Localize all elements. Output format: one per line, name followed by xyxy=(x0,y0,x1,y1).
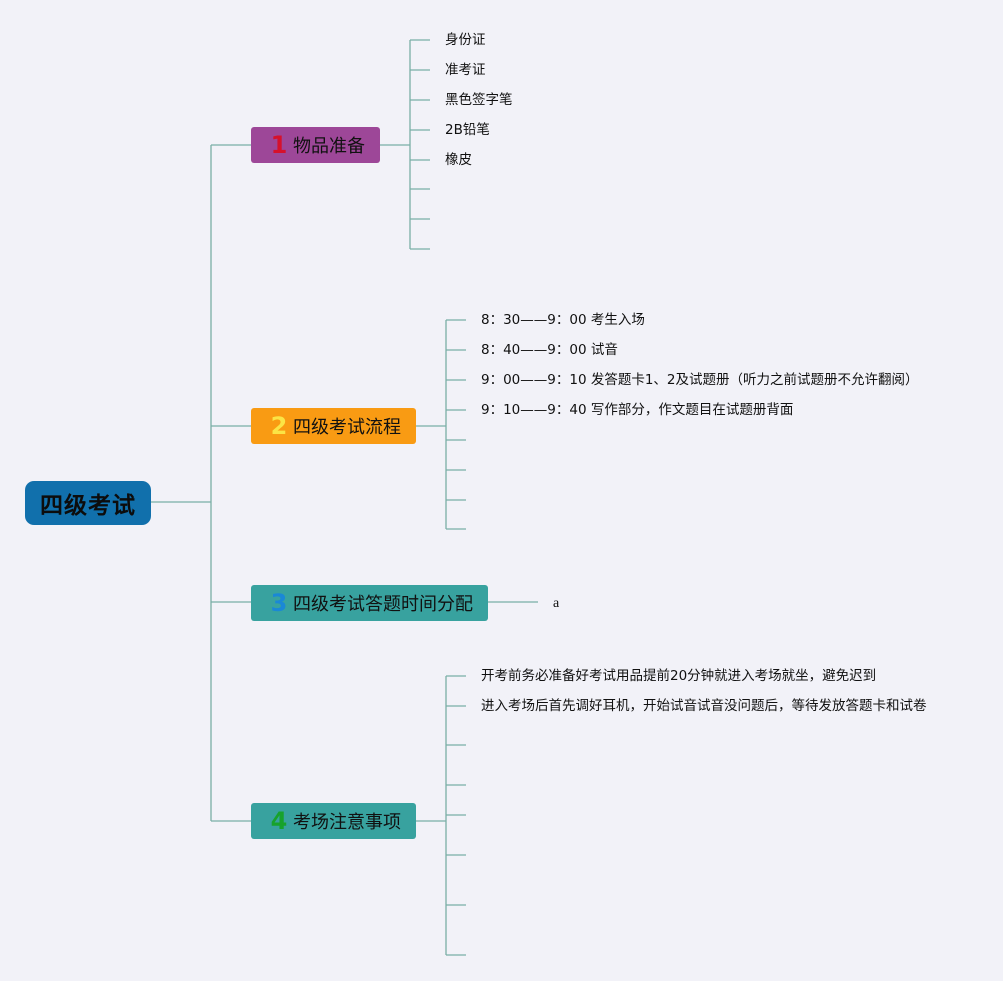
topic-1-child-2[interactable]: 准考证 xyxy=(445,62,486,78)
topic-2-child-4[interactable]: 9：10——9：40 写作部分，作文题目在试题册背面 xyxy=(481,402,794,418)
topic-2-child-1[interactable]: 8：30——9：00 考生入场 xyxy=(481,312,645,328)
root-node[interactable]: 四级考试 xyxy=(25,481,151,525)
topic-1-node[interactable]: 1 物品准备 xyxy=(251,127,380,163)
topic-1-number-icon: 1 xyxy=(270,131,288,159)
topic-4-number-icon: 4 xyxy=(270,807,288,835)
topic-4-label: 考场注意事项 xyxy=(293,812,401,833)
topic-1-child-1[interactable]: 身份证 xyxy=(445,32,486,48)
topic-1-child-4[interactable]: 2B铅笔 xyxy=(445,122,490,138)
topic-4-child-2[interactable]: 进入考场后首先调好耳机，开始试音试音没问题后，等待发放答题卡和试卷 xyxy=(481,698,927,714)
topic-2-child-2[interactable]: 8：40——9：00 试音 xyxy=(481,342,618,358)
topic-1-child-5[interactable]: 橡皮 xyxy=(445,152,472,168)
topic-1-child-3[interactable]: 黑色签字笔 xyxy=(445,92,513,108)
topic-2-node[interactable]: 2 四级考试流程 xyxy=(251,408,416,444)
topic-2-child-3[interactable]: 9：00——9：10 发答题卡1、2及试题册（听力之前试题册不允许翻阅） xyxy=(481,372,919,388)
topic-3-child-1[interactable]: a xyxy=(553,596,560,611)
topic-4-node[interactable]: 4 考场注意事项 xyxy=(251,803,416,839)
topic-2-number-icon: 2 xyxy=(270,412,288,440)
topic-3-node[interactable]: 3 四级考试答题时间分配 xyxy=(251,585,488,621)
topic-4-child-1[interactable]: 开考前务必准备好考试用品提前20分钟就进入考场就坐，避免迟到 xyxy=(481,668,877,684)
topic-3-label: 四级考试答题时间分配 xyxy=(293,594,473,615)
topic-2-label: 四级考试流程 xyxy=(293,417,401,438)
topic-3-number-icon: 3 xyxy=(270,589,288,617)
topic-1-label: 物品准备 xyxy=(293,136,365,157)
root-label: 四级考试 xyxy=(40,493,136,519)
